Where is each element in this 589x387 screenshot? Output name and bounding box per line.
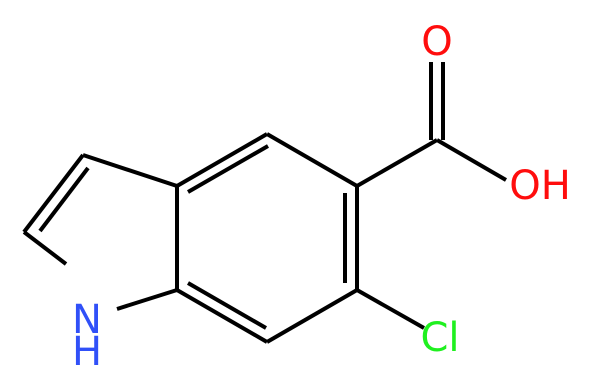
bond-c7a-n1 (116, 288, 178, 311)
bond-c2-c3-inner (38, 166, 90, 233)
bond-c6-chlorine (356, 288, 425, 330)
oxygen-carbonyl-label: O (421, 19, 452, 65)
hydroxyl-label: OH (509, 163, 571, 209)
bond-c6-c7 (265, 288, 359, 344)
bond-c3-c3a (82, 153, 178, 188)
hydrogen-on-nitrogen-label: H (72, 329, 102, 375)
chlorine-label: Cl (420, 315, 459, 361)
bond-c5-carboxyl (356, 138, 438, 188)
bond-c3a-c4 (175, 132, 269, 188)
bond-c7-c7a-inner (187, 281, 267, 330)
bond-c7-c7a (175, 288, 269, 344)
bond-c4-c5 (265, 132, 359, 188)
bond-c3a-c4-inner (187, 144, 269, 194)
bond-c2-c3 (22, 153, 85, 234)
bond-n1-c2 (22, 230, 68, 266)
bond-carboxyl-hydroxyl (435, 138, 508, 182)
nitrogen-label: N (72, 297, 102, 343)
